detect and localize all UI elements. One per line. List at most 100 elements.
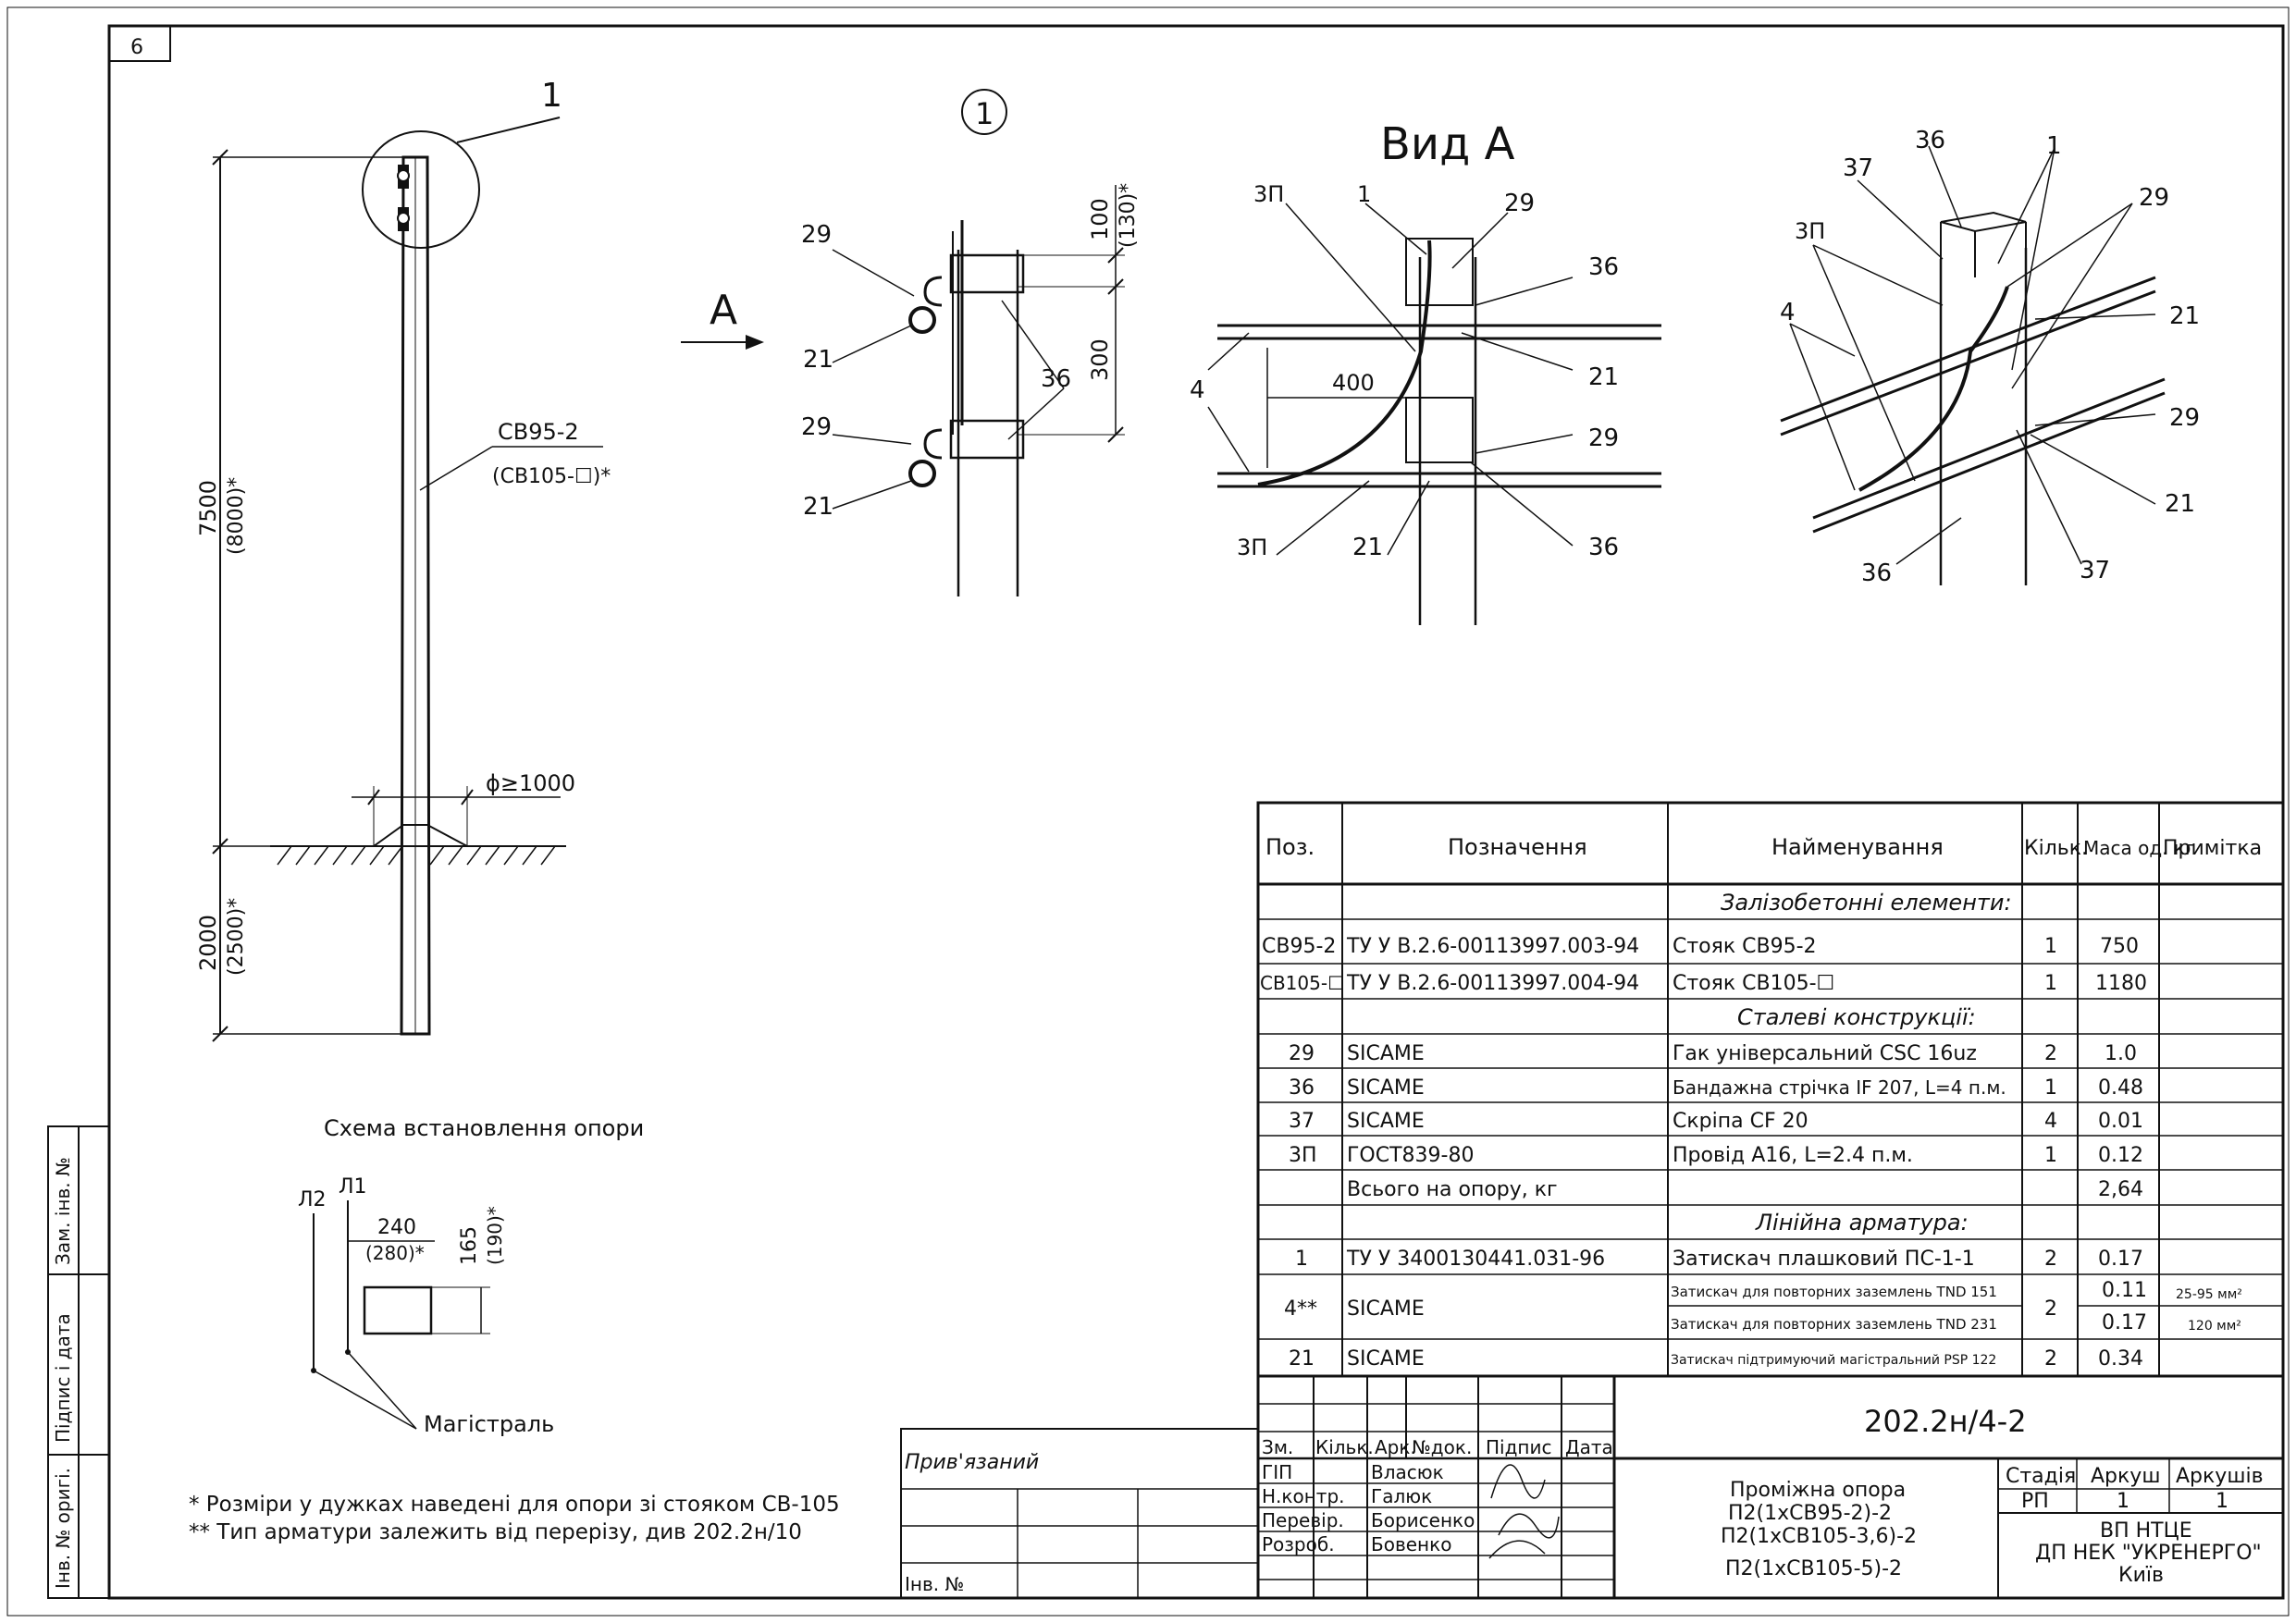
th-qty: Кільк. — [2024, 837, 2088, 860]
scheme-rect — [363, 1285, 433, 1335]
view-a-label-4: 21 — [1588, 363, 1619, 391]
r2-qty: 1 — [2044, 972, 2057, 995]
detail-label-3: 21 — [803, 493, 833, 521]
stamp-h-2: Арк. — [1375, 1436, 1416, 1458]
r11-name: Затискач для повторних заземлень TND 151 — [1671, 1284, 1997, 1300]
r4-name: Гак універсальний CSC 16uz — [1673, 1042, 1977, 1065]
scheme-dim-h: 165 — [458, 1226, 481, 1265]
r7-mass: 0.12 — [2098, 1144, 2143, 1167]
sheets-header: Аркушів — [2176, 1465, 2264, 1488]
r7-qty: 1 — [2044, 1144, 2057, 1167]
iso-label-1: 1 — [2046, 132, 2062, 160]
r5-code: SICAME — [1347, 1076, 1425, 1100]
iso-label-6: 21 — [2169, 302, 2200, 330]
height-alt: (8000)* — [225, 477, 248, 555]
stamp-h-3: №док. — [1412, 1436, 1472, 1458]
r1-name: Стояк СВ95-2 — [1673, 935, 1817, 958]
view-a-label-6: 36 — [1588, 534, 1619, 561]
detail-label-0: 29 — [801, 221, 832, 249]
view-a-label-7: 4 — [1190, 376, 1205, 404]
r7-name: Провід А16, L=2.4 п.м. — [1673, 1144, 1913, 1167]
r12-name: Затискач підтримуючий магістральний PSP … — [1671, 1353, 1996, 1368]
view-a-label-8: 400 — [1332, 370, 1375, 396]
dim-top-alt: (130)* — [1117, 183, 1140, 248]
r1-code: ТУ У В.2.6-00113997.003-94 — [1346, 935, 1639, 958]
sig-name-3: Бовенко — [1371, 1533, 1451, 1555]
r7-pos: 3П — [1289, 1144, 1317, 1167]
title-line-0: Проміжна опора — [1730, 1479, 1906, 1502]
side-label-0: Зам. інв. № — [52, 1157, 74, 1265]
sig-name-1: Галюк — [1371, 1485, 1432, 1507]
pole-view: 1 7500 (8000)* 2000 (2500)* ϕ≥1000 — [195, 77, 611, 1042]
section-2: Сталеві конструкції: — [1737, 1004, 1976, 1030]
drawing-code: 202.2н/4-2 — [1864, 1404, 2027, 1439]
sheets-value: 1 — [2216, 1490, 2228, 1513]
sig-role-3: Розроб. — [1262, 1533, 1335, 1555]
iso-label-4: 29 — [2139, 184, 2169, 212]
th-pos: Поз. — [1265, 834, 1315, 860]
title-block — [900, 1374, 2285, 1600]
depth-alt: (2500)* — [225, 898, 248, 976]
stamp-h-5: Дата — [1565, 1436, 1613, 1458]
r12-pos: 21 — [1289, 1347, 1315, 1371]
r7-code: ГОСТ839-80 — [1347, 1144, 1474, 1167]
th-code: Позначення — [1448, 834, 1587, 860]
r12-qty: 2 — [2044, 1347, 2057, 1371]
sig-name-0: Власюк — [1371, 1461, 1444, 1483]
pole-label: СВ95-2 — [498, 419, 579, 445]
sheet-number-box — [108, 25, 171, 62]
scheme-l2: Л2 — [298, 1188, 327, 1211]
view-a-label-3: 36 — [1588, 253, 1619, 281]
stage-value: РП — [2021, 1490, 2049, 1513]
org-line-2: Київ — [2118, 1564, 2164, 1587]
r1-qty: 1 — [2044, 935, 2057, 958]
detail-title-circle — [961, 89, 1007, 135]
title-line-2: П2(1хСВ105-3,6)-2 — [1721, 1525, 1917, 1548]
iso-label-0: 36 — [1915, 127, 1945, 154]
scheme-dim-w-alt: (280)* — [365, 1242, 425, 1264]
callout-circle — [362, 130, 480, 249]
signature-scribbles — [1488, 1464, 1560, 1559]
r5-qty: 1 — [2044, 1076, 2057, 1100]
pole-label-alt: (СВ105-☐)* — [492, 465, 611, 488]
scheme: Схема встановлення опори Л2 Л1 240 (280)… — [298, 1115, 644, 1437]
depth-main: 2000 — [195, 915, 221, 971]
section-3: Лінійна арматура: — [1755, 1210, 1969, 1236]
sig-role-1: Н.контр. — [1262, 1485, 1345, 1507]
side-label-1: Підпис і дата — [52, 1313, 74, 1443]
r6-name: Скріпа CF 20 — [1673, 1110, 1808, 1133]
r10-qty: 2 — [2044, 1248, 2057, 1271]
r5-pos: 36 — [1289, 1076, 1315, 1100]
r11-pos: 4** — [1284, 1297, 1317, 1321]
r11-code: SICAME — [1347, 1297, 1425, 1321]
r12-code: SICAME — [1347, 1347, 1425, 1371]
view-a-title: Вид А — [1380, 118, 1515, 170]
r5-mass: 0.48 — [2098, 1076, 2143, 1100]
detail-label-2: 29 — [801, 413, 832, 441]
trunk-label: Магістраль — [424, 1411, 554, 1437]
stamp-h-1: Кільк. — [1315, 1436, 1374, 1458]
pole-body — [400, 155, 431, 1036]
sig-role-2: Перевір. — [1262, 1509, 1344, 1531]
r8-code: Всього на опору, кг — [1347, 1178, 1558, 1201]
org-line-1: ДП НЕК "УКРЕНЕРГО" — [2035, 1542, 2262, 1565]
r2-code: ТУ У В.2.6-00113997.004-94 — [1346, 972, 1639, 995]
view-a-label-9: 3П — [1237, 535, 1267, 560]
r12-mass: 0.34 — [2098, 1347, 2143, 1371]
scheme-dim-h-alt: (190)* — [484, 1206, 506, 1265]
r8-mass: 2,64 — [2098, 1178, 2143, 1201]
view-a-label-5: 29 — [1588, 424, 1619, 452]
r10-name: Затискач плашковий ПС-1-1 — [1673, 1248, 1975, 1271]
stamp-h-4: Підпис — [1486, 1436, 1552, 1458]
attached-label: Прив'язаний — [905, 1451, 1039, 1474]
sheet-header: Аркуш — [2091, 1465, 2160, 1488]
stage-header: Стадія — [2006, 1465, 2076, 1488]
r4-mass: 1.0 — [2105, 1042, 2137, 1065]
note-1: * Розміри у дужках наведені для опори зі… — [189, 1493, 840, 1517]
r2-mass: 1180 — [2095, 972, 2147, 995]
iso-label-2: 37 — [1843, 154, 1873, 182]
detail-view: 1 А 100 (130)* 300 29 21 29 — [681, 89, 1140, 596]
title-line-1: П2(1хСВ95-2)-2 — [1728, 1502, 1892, 1525]
iso-label-5: 4 — [1780, 299, 1796, 326]
detail-label-1: 21 — [803, 346, 833, 374]
